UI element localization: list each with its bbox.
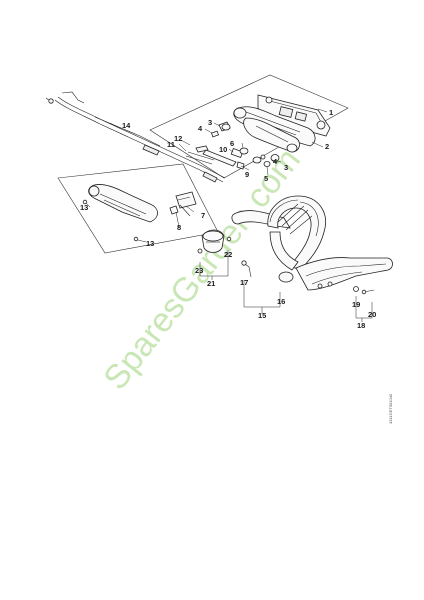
callout-6: 6 (230, 139, 234, 148)
callout-21: 21 (207, 279, 215, 288)
callout-23: 23 (195, 266, 203, 275)
callout-3a: 3 (208, 118, 212, 127)
lower-grip (82, 184, 158, 242)
callout-18: 18 (357, 321, 365, 330)
callout-16: 16 (277, 297, 285, 306)
throttle-cable (45, 91, 226, 183)
callout-3b: 3 (284, 163, 288, 172)
callout-7: 7 (201, 211, 205, 220)
callout-19: 19 (352, 300, 360, 309)
callout-12: 12 (174, 134, 182, 143)
callout-20: 20 (368, 310, 376, 319)
callout-4b: 4 (273, 157, 278, 166)
upper-group-frame (149, 74, 349, 179)
upper-grip (243, 117, 300, 153)
callout-11: 11 (167, 140, 175, 149)
callout-14: 14 (122, 121, 131, 130)
callout-17: 17 (240, 278, 248, 287)
callout-15: 15 (258, 311, 266, 320)
callout-13b: 13 (146, 239, 154, 248)
callout-4a: 4 (198, 124, 203, 133)
handle-clamp-bracket (169, 191, 197, 217)
callout-10: 10 (219, 145, 227, 154)
loop-handle (231, 195, 326, 283)
trigger-parts (185, 121, 280, 170)
callout-22: 22 (224, 250, 232, 259)
callout-13a: 13 (80, 203, 88, 212)
callout-5: 5 (264, 174, 268, 183)
control-handle-housing (257, 94, 331, 137)
callout-2: 2 (325, 142, 329, 151)
callout-labels: 1 2 3 3 4 4 5 6 7 8 9 10 11 12 13 13 14 … (80, 108, 376, 330)
callout-1: 1 (329, 108, 333, 117)
callout-8: 8 (177, 223, 181, 232)
screws (241, 260, 375, 295)
handle-clamp (197, 229, 232, 254)
drawing-code: 4311GET001040 (388, 393, 393, 424)
handle-half-shell (233, 106, 316, 147)
leader-lines (85, 108, 373, 322)
callout-9: 9 (245, 170, 249, 179)
barrier-bar (295, 257, 393, 291)
